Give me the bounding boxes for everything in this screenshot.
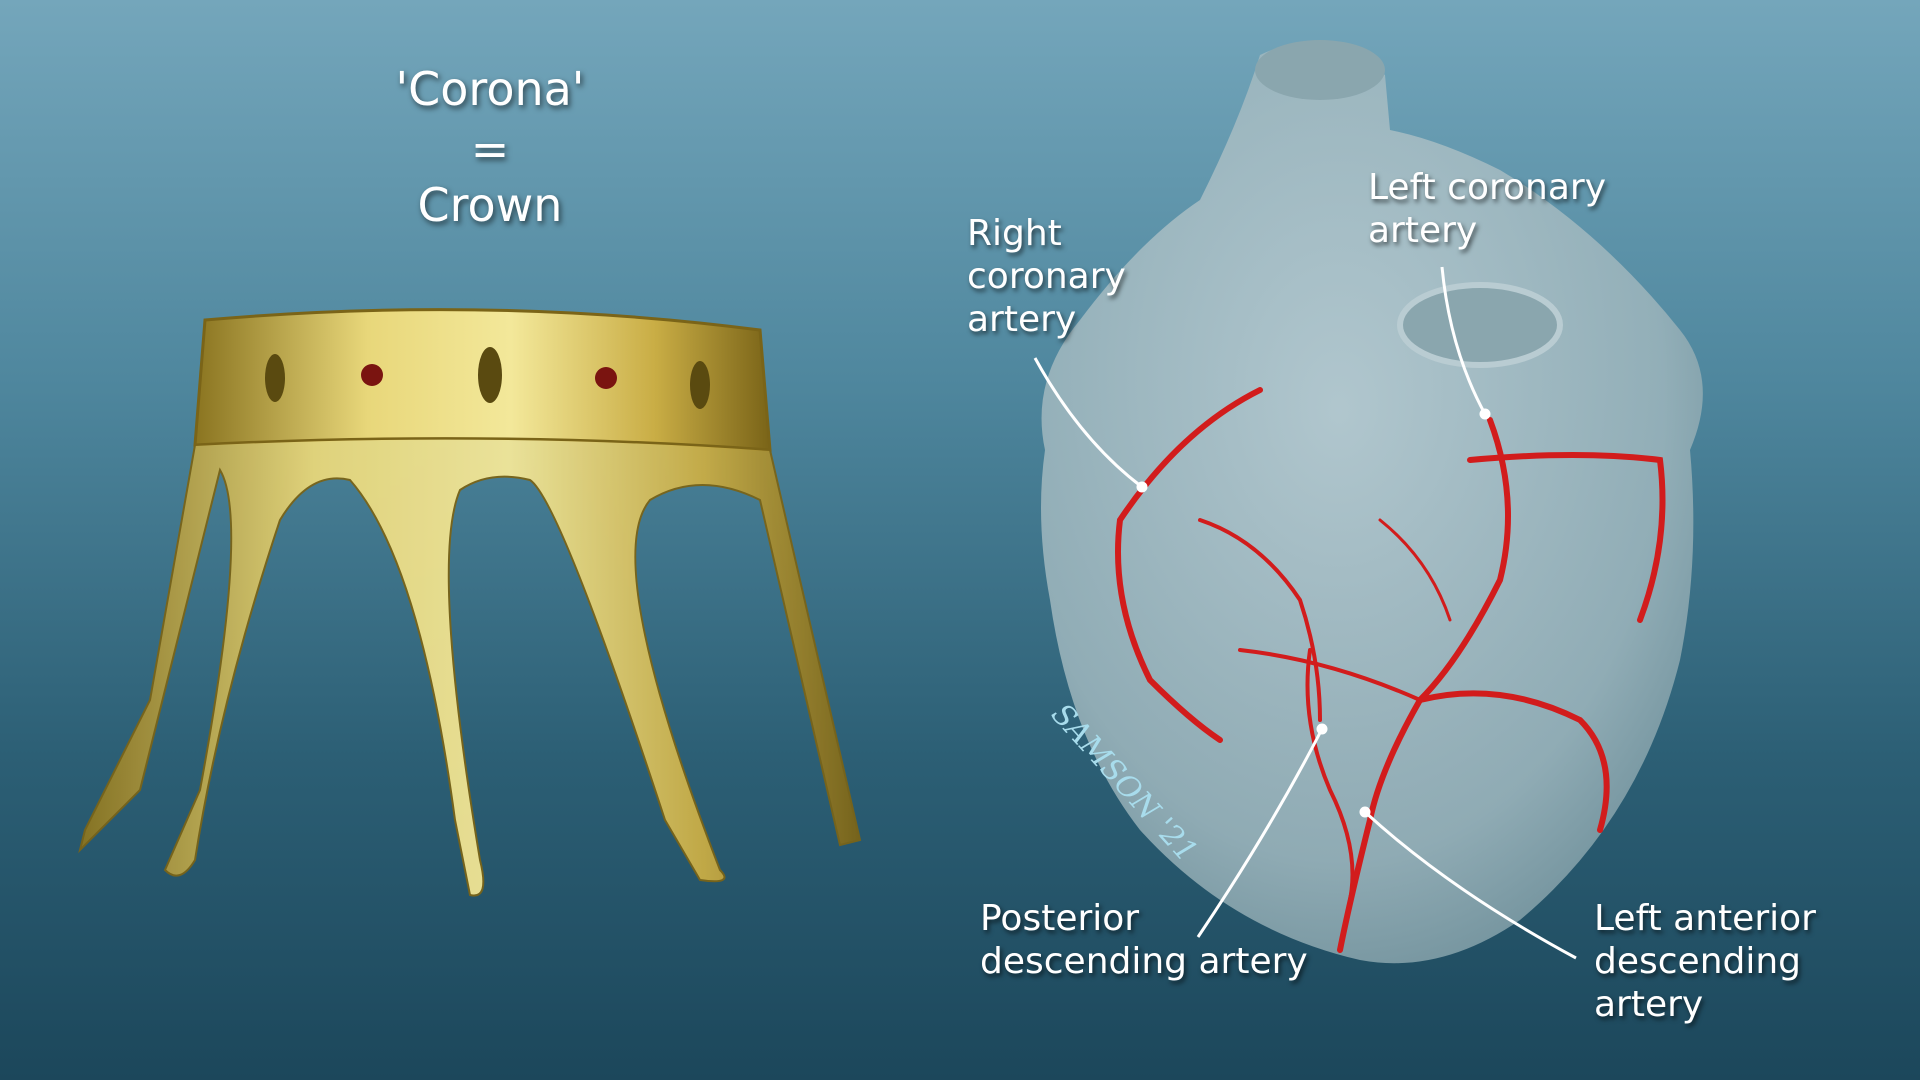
- label-posterior-descending-artery: Posterior descending artery: [980, 897, 1308, 983]
- label-line: artery: [1594, 984, 1704, 1025]
- heart-illustration: [1041, 40, 1703, 964]
- crown-illustration: [78, 308, 862, 897]
- label-line: artery: [967, 299, 1077, 340]
- label-line: descending: [1594, 941, 1802, 982]
- title-equals: =: [470, 122, 510, 176]
- label-line: coronary: [967, 256, 1126, 297]
- label-line: artery: [1368, 210, 1478, 251]
- label-line: descending artery: [980, 941, 1308, 982]
- label-left-coronary-artery: Left coronary artery: [1368, 166, 1606, 252]
- label-right-coronary-artery: Right coronary artery: [967, 212, 1126, 341]
- label-line: Left coronary: [1368, 167, 1607, 208]
- label-left-anterior-descending-artery: Left anterior descending artery: [1594, 897, 1816, 1026]
- title-corona: 'Corona': [395, 62, 585, 116]
- leader-lines: [1033, 266, 1577, 960]
- label-line: Left anterior: [1594, 898, 1816, 939]
- label-line: Right: [967, 213, 1062, 254]
- title-crown: Crown: [417, 178, 563, 232]
- label-line: Posterior: [980, 898, 1140, 939]
